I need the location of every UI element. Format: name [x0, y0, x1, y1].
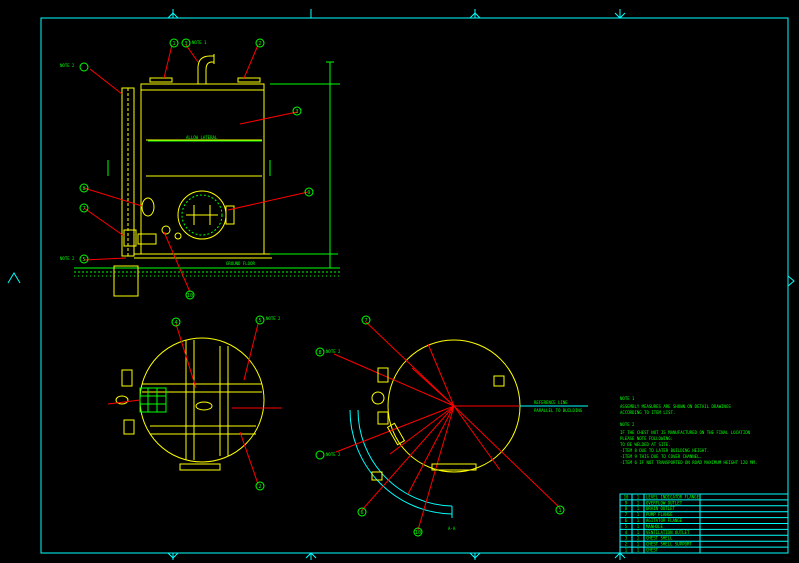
callout-text: 5	[258, 318, 261, 324]
item-cell-qty: 1	[637, 524, 640, 529]
callout-text: 2	[258, 41, 261, 47]
overflow-outlet	[174, 232, 182, 240]
item-cell-qty: 1	[637, 548, 640, 553]
elevation-leaders	[83, 44, 309, 293]
drain-outlet	[141, 197, 155, 217]
callout-text: 1	[172, 41, 175, 47]
note-line: ASSEMBLY MEASURES ARE SHOWN ON DETAIL DR…	[620, 404, 731, 409]
item-cell-name: DRAIN OUTLET	[646, 506, 675, 511]
item-cell-no: 10	[624, 494, 629, 499]
callout-text: 7	[82, 206, 85, 212]
item-cell-qty: 1	[637, 512, 640, 517]
level-indicator	[161, 225, 171, 235]
notes-block: NOTE 1 ASSEMBLY MEASURES ARE SHOWN ON DE…	[620, 396, 757, 465]
item-cell-no: 4	[625, 530, 628, 535]
note-line: NOTE 1	[620, 396, 635, 401]
ventilation-outlet	[149, 54, 261, 84]
elevation-view: ALLOW LATERAL GROUND FLOOR 1 3 2	[60, 38, 340, 300]
callout-text: 10	[415, 530, 421, 536]
item-cell-qty: 1	[637, 500, 640, 505]
item-cell-no: 6	[625, 518, 628, 523]
drain-pit	[113, 265, 139, 297]
note-line: PLEASE NOTE FOLLOWING:	[620, 436, 673, 441]
item-cell-no: 8	[625, 506, 628, 511]
callout-text: 7	[364, 318, 367, 324]
item-cell-name: OVERFLOW OUTLET	[646, 500, 683, 505]
callout-text: 8	[82, 186, 85, 192]
callout-text: 1	[558, 508, 561, 514]
item-cell-qty: 1	[637, 494, 640, 499]
elevation-callouts	[79, 38, 314, 300]
item-cell-no: 3	[625, 536, 628, 541]
callout-text: 5	[82, 257, 85, 263]
plan-view-left: 4 5 2 NOTE 2	[107, 315, 282, 491]
callout-text: 4	[174, 320, 177, 326]
callout-text: 2	[258, 484, 261, 490]
reference-line-label: PARALLEL TO BUILDING	[534, 408, 583, 413]
item-cell-name: AGITATOR FLANGE	[646, 518, 683, 523]
item-cell-name: MANHOLE	[646, 524, 663, 529]
item-cell-qty: 1	[637, 506, 640, 511]
item-cell-name: PUMP FLANGE	[646, 512, 673, 517]
callout-text: 6	[360, 510, 363, 516]
note-line: NOTE 2	[620, 422, 635, 427]
reference-line-label: REFERENCE LINE	[534, 400, 568, 405]
item-cell-no: 2	[625, 542, 628, 547]
item-cell-qty: 1	[637, 536, 640, 541]
ground-floor-label: GROUND FLOOR	[226, 261, 255, 266]
item-cell-name: CHEST	[646, 548, 659, 553]
item-cell-qty: 1	[637, 542, 640, 547]
note-line: -ITEM 8 DUE TO LATER BUILDING HEIGHT.	[620, 448, 709, 453]
manhole	[177, 190, 235, 240]
callout-text: 3	[184, 41, 187, 47]
item-cell-name: CHEST SHELL SUPPORT	[646, 542, 692, 547]
item-cell-no: 9	[625, 500, 628, 505]
item-cell-name: CHEST SHELL	[646, 536, 673, 541]
chest-shell	[121, 83, 272, 259]
item-cell-qty: 1	[637, 530, 640, 535]
note-label: NOTE 2	[60, 63, 75, 68]
callout-text: 9	[307, 190, 310, 196]
partition-label: ALLOW LATERAL	[186, 135, 218, 140]
item-cell-no: 5	[625, 524, 628, 529]
dimension-lines	[107, 61, 340, 269]
item-cell-name: VENTILATION OUTLET	[646, 530, 690, 535]
note-line: ACCORDING TO ITEM LIST.	[620, 410, 675, 415]
item-cell-no: 7	[625, 512, 628, 517]
note-line: -ITEM 9 THIS DUE TO COVER CHANNEL.	[620, 454, 702, 459]
note-label: NOTE 2	[326, 452, 341, 457]
ground-floor	[74, 267, 340, 277]
note-label: NOTE 1	[192, 40, 207, 45]
callout-text: 8	[318, 350, 321, 356]
note-label: NOTE 2	[326, 349, 341, 354]
callout-text: 3	[295, 109, 298, 115]
callout-text: 10	[187, 293, 193, 299]
plan-view-right: REFERENCE LINE PARALLEL TO BUILDING A-A …	[315, 315, 588, 537]
note-label: NOTE 2	[266, 316, 281, 321]
note-line: TO BE WELDED AT SITE.	[620, 442, 671, 447]
note-label: NOTE 2	[60, 256, 75, 261]
angle-mark: A-A	[448, 526, 456, 531]
item-cell-no: 1	[625, 548, 628, 553]
pump-flange	[123, 229, 157, 247]
item-cell-qty: 1	[637, 518, 640, 523]
note-line: IF THE CHEST NOT IS MANUFACTURED ON THE …	[620, 430, 751, 435]
note-line: -ITEM 6 IF NOT TRANSPORTED ON ROAD MAXIM…	[620, 460, 757, 465]
item-cell-name: LEVEL INDICATOR FLANGE	[646, 494, 700, 499]
